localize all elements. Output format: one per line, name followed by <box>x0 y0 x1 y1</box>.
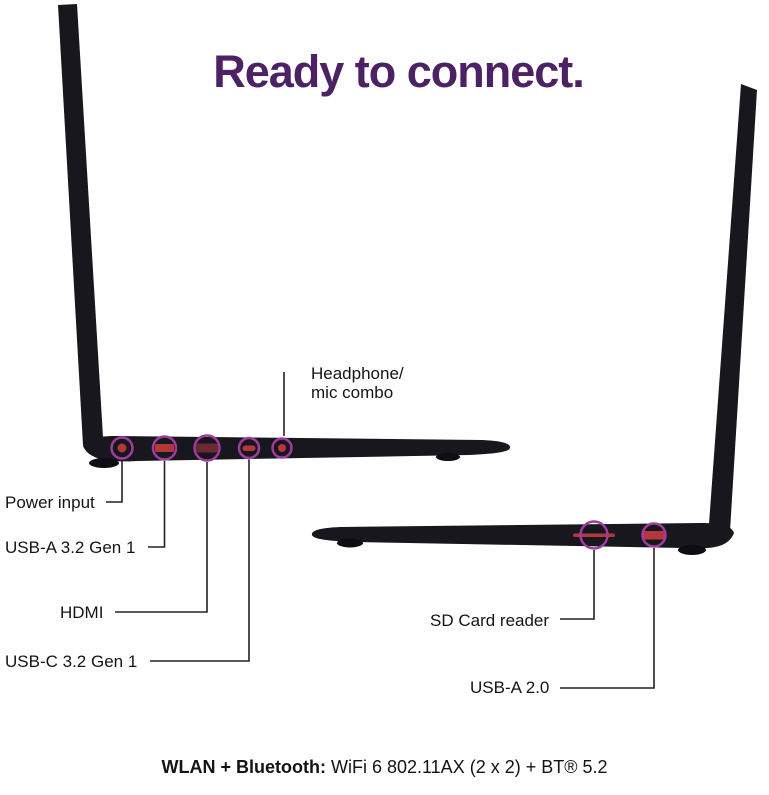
usb-c-32-highlight-ring <box>237 436 261 460</box>
callout-usb-a-20: USB-A 2.0 <box>470 678 550 697</box>
usb-c-32-port <box>242 445 256 451</box>
headphone-highlight-ring <box>271 437 293 459</box>
left-laptop-screen <box>58 4 103 445</box>
usb-a-20-highlight-ring <box>641 522 667 548</box>
callout-sd-card-reader: SD Card reader <box>430 611 550 630</box>
sd-card-slot <box>573 533 615 537</box>
usb-c-32-callout-line <box>150 459 250 662</box>
left-laptop-foot-front <box>436 453 460 461</box>
right-port-highlight-rings <box>579 520 667 550</box>
usb-a-20-port <box>643 531 665 540</box>
callout-lines <box>106 372 655 689</box>
wlan-bluetooth-value: WiFi 6 802.11AX (2 x 2) + BT® 5.2 <box>330 757 608 777</box>
right-laptop <box>311 84 757 555</box>
left-port-highlight-rings <box>110 434 293 462</box>
headphone-label-line2: mic combo <box>311 383 394 402</box>
power-highlight-ring <box>110 436 134 460</box>
headline: Ready to connect. <box>213 46 585 97</box>
callout-hdmi: HDMI <box>60 603 104 622</box>
usb-a-32-port <box>155 444 174 452</box>
power-input-port <box>117 443 127 453</box>
sd-card-highlight-ring <box>579 520 609 550</box>
left-laptop-foot-rear <box>89 458 119 468</box>
hdmi-highlight-ring <box>193 434 221 462</box>
hdmi-callout-line <box>115 462 208 613</box>
right-laptop-screen <box>709 84 757 531</box>
usb-a-32-callout-line <box>148 461 166 548</box>
usb-a-32-highlight-ring <box>151 435 178 461</box>
sd-card-callout-line <box>560 550 595 620</box>
right-laptop-base <box>311 523 734 549</box>
hdmi-port <box>196 443 218 453</box>
right-laptop-foot-front <box>337 538 363 548</box>
callout-headphone-mic-combo: Headphone/ mic combo <box>311 364 404 402</box>
right-laptop-ports <box>573 531 665 540</box>
left-laptop-ports <box>117 443 286 453</box>
callout-power-input: Power input <box>5 493 95 512</box>
headphone-label-line1: Headphone/ <box>311 364 404 383</box>
left-laptop <box>58 4 511 468</box>
wlan-bluetooth-label: WLAN + Bluetooth: <box>161 757 326 777</box>
usb-a-20-callout-line <box>560 548 655 689</box>
callout-usb-c-32: USB-C 3.2 Gen 1 <box>5 652 138 671</box>
power-callout-line <box>106 460 123 503</box>
headphone-jack-port <box>278 444 286 452</box>
right-laptop-foot-rear <box>678 545 706 555</box>
left-laptop-base <box>83 436 511 462</box>
wlan-bluetooth-spec: WLAN + Bluetooth: WiFi 6 802.11AX (2 x 2… <box>0 757 769 778</box>
callout-usb-a-32: USB-A 3.2 Gen 1 <box>5 538 136 557</box>
